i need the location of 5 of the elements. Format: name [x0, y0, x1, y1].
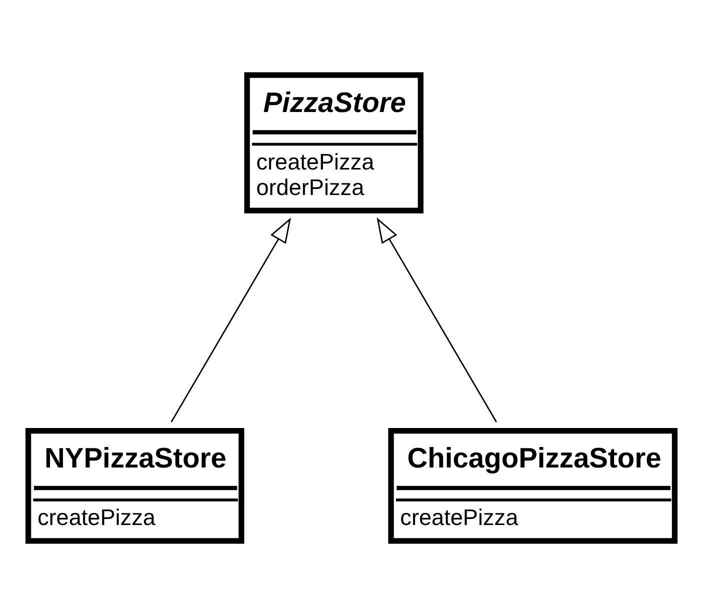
node-box: NYPizzaStore createPizza	[25, 428, 244, 544]
arrow	[376, 218, 497, 422]
node-box: ChicagoPizzaStore createPizza	[388, 428, 678, 544]
arrow	[170, 218, 292, 422]
node-box: PizzaStore createPizza orderPizza	[244, 72, 424, 214]
